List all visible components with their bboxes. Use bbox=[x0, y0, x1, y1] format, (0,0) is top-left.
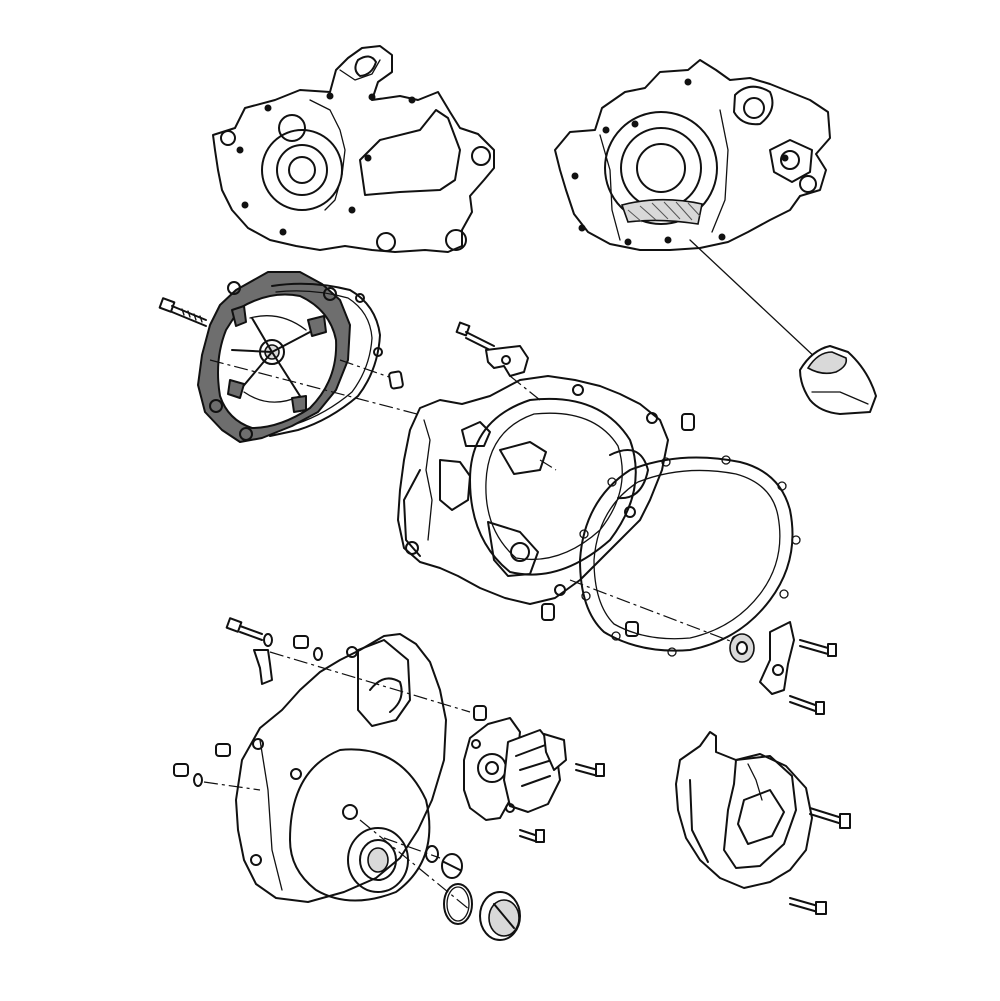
o-ring-large[interactable] bbox=[443, 883, 473, 925]
cover-bolt[interactable] bbox=[158, 297, 207, 327]
clutch-cover-gasket[interactable] bbox=[269, 282, 383, 437]
clutch-cover-gasket-right[interactable] bbox=[579, 455, 801, 657]
cover-bolt-upper[interactable] bbox=[225, 617, 263, 641]
oil-strainer-detail[interactable] bbox=[799, 345, 877, 415]
pump-bolt-2[interactable] bbox=[519, 829, 545, 843]
dowel-pin-7[interactable] bbox=[173, 763, 203, 787]
washer-upper[interactable] bbox=[263, 633, 273, 647]
generator-cover[interactable] bbox=[235, 633, 447, 903]
dowel-pin-5[interactable] bbox=[293, 635, 323, 661]
cable-bracket[interactable] bbox=[759, 621, 795, 695]
bracket-bolt-top[interactable] bbox=[799, 639, 837, 657]
leader-line bbox=[689, 239, 819, 361]
dowel-pin-6[interactable] bbox=[215, 743, 231, 757]
sprocket-cover[interactable] bbox=[675, 731, 813, 889]
sprocket-bolt-upper[interactable] bbox=[809, 807, 851, 829]
o-ring-small[interactable] bbox=[425, 845, 439, 863]
dowel-pin-3[interactable] bbox=[541, 603, 555, 621]
timing-plug[interactable] bbox=[441, 853, 463, 879]
clutch-cover[interactable] bbox=[197, 271, 351, 443]
dowel-pin-2[interactable] bbox=[681, 413, 695, 431]
crank-plug[interactable] bbox=[479, 891, 521, 941]
dowel-pin[interactable] bbox=[388, 370, 404, 390]
cable-clamp[interactable] bbox=[253, 649, 273, 685]
sprocket-bolt-lower[interactable] bbox=[789, 897, 827, 915]
crankcase-left-view[interactable] bbox=[212, 45, 495, 253]
oil-seal[interactable] bbox=[729, 633, 755, 663]
bracket-bolt-bottom[interactable] bbox=[789, 695, 825, 715]
pump-bolt[interactable] bbox=[575, 763, 605, 777]
dowel-pin-8[interactable] bbox=[473, 705, 487, 721]
crankcase-assembly[interactable] bbox=[397, 375, 669, 605]
water-pump[interactable] bbox=[463, 717, 567, 821]
crankcase-bracket[interactable] bbox=[455, 321, 529, 377]
crankcase-right-view[interactable] bbox=[554, 59, 831, 251]
